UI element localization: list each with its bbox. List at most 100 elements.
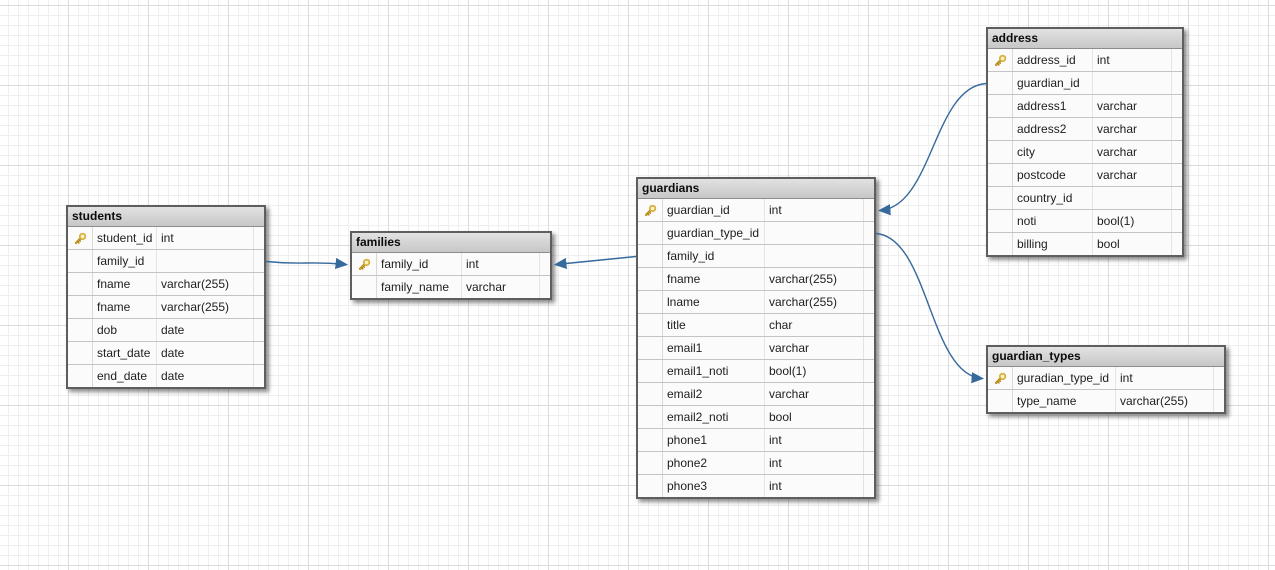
table-row-guardians-family_id[interactable]: family_id xyxy=(638,245,874,268)
row-trailing-cell xyxy=(540,276,550,298)
relationship-arrow-guardians-guardian_types[interactable] xyxy=(875,232,985,384)
field-type: bool xyxy=(1093,233,1172,255)
row-trailing-cell xyxy=(1172,49,1182,71)
relationship-arrow-address-guardians[interactable] xyxy=(877,82,987,216)
row-trailing-cell xyxy=(254,273,264,295)
key-glyph xyxy=(644,204,656,216)
row-trailing-cell xyxy=(540,253,550,275)
field-name: end_date xyxy=(93,365,157,387)
field-type: char xyxy=(765,314,864,336)
field-name: dob xyxy=(93,319,157,341)
row-trailing-cell xyxy=(254,319,264,341)
field-name: start_date xyxy=(93,342,157,364)
field-icon-spacer xyxy=(988,210,1013,232)
field-name: family_id xyxy=(93,250,157,272)
field-icon-spacer xyxy=(988,72,1013,94)
field-type: bool xyxy=(765,406,864,428)
table-title-address[interactable]: address xyxy=(988,29,1182,49)
row-trailing-cell xyxy=(864,406,874,428)
table-title-families[interactable]: families xyxy=(352,233,550,253)
table-row-address-guardian_id[interactable]: guardian_id xyxy=(988,72,1182,95)
field-name: phone1 xyxy=(663,429,765,451)
key-glyph xyxy=(74,232,86,244)
row-trailing-cell xyxy=(864,360,874,382)
field-icon-spacer xyxy=(638,452,663,474)
field-icon-spacer xyxy=(638,475,663,497)
field-type xyxy=(1093,72,1172,94)
field-icon-spacer xyxy=(638,360,663,382)
field-name: address2 xyxy=(1013,118,1093,140)
field-type xyxy=(765,222,864,244)
field-name: billing xyxy=(1013,233,1093,255)
table-title-guardians[interactable]: guardians xyxy=(638,179,874,199)
field-type: varchar(255) xyxy=(157,296,254,318)
relationship-arrow-students-families[interactable] xyxy=(265,257,349,270)
field-name: address_id xyxy=(1013,49,1093,71)
field-name: guardian_type_id xyxy=(663,222,765,244)
field-icon-spacer xyxy=(638,245,663,267)
field-type: varchar xyxy=(1093,164,1172,186)
row-trailing-cell xyxy=(864,245,874,267)
row-trailing-cell xyxy=(1172,118,1182,140)
row-trailing-cell xyxy=(1172,164,1182,186)
field-type: varchar(255) xyxy=(1116,390,1214,412)
row-trailing-cell xyxy=(1214,390,1224,412)
row-trailing-cell xyxy=(864,291,874,313)
table-title-students[interactable]: students xyxy=(68,207,264,227)
field-name: email2 xyxy=(663,383,765,405)
field-type: int xyxy=(765,199,864,221)
table-row-students-family_id[interactable]: family_id xyxy=(68,250,264,273)
primary-key-icon xyxy=(988,367,1013,389)
field-icon-spacer xyxy=(988,233,1013,255)
row-trailing-cell xyxy=(1172,233,1182,255)
row-trailing-cell xyxy=(864,222,874,244)
field-icon-spacer xyxy=(638,268,663,290)
field-name: guardian_id xyxy=(663,199,765,221)
field-icon-spacer xyxy=(638,291,663,313)
field-name: family_id xyxy=(377,253,462,275)
field-icon-spacer xyxy=(638,222,663,244)
field-icon-spacer xyxy=(638,429,663,451)
relationship-arrow-guardians-families[interactable] xyxy=(553,255,637,270)
field-icon-spacer xyxy=(68,319,93,341)
table-title-guardian_types[interactable]: guardian_types xyxy=(988,347,1224,367)
field-name: guardian_id xyxy=(1013,72,1093,94)
table-row-guardians-guardian_type_id[interactable]: guardian_type_id xyxy=(638,222,874,245)
field-icon-spacer xyxy=(638,406,663,428)
table-row-address-country_id[interactable]: country_id xyxy=(988,187,1182,210)
